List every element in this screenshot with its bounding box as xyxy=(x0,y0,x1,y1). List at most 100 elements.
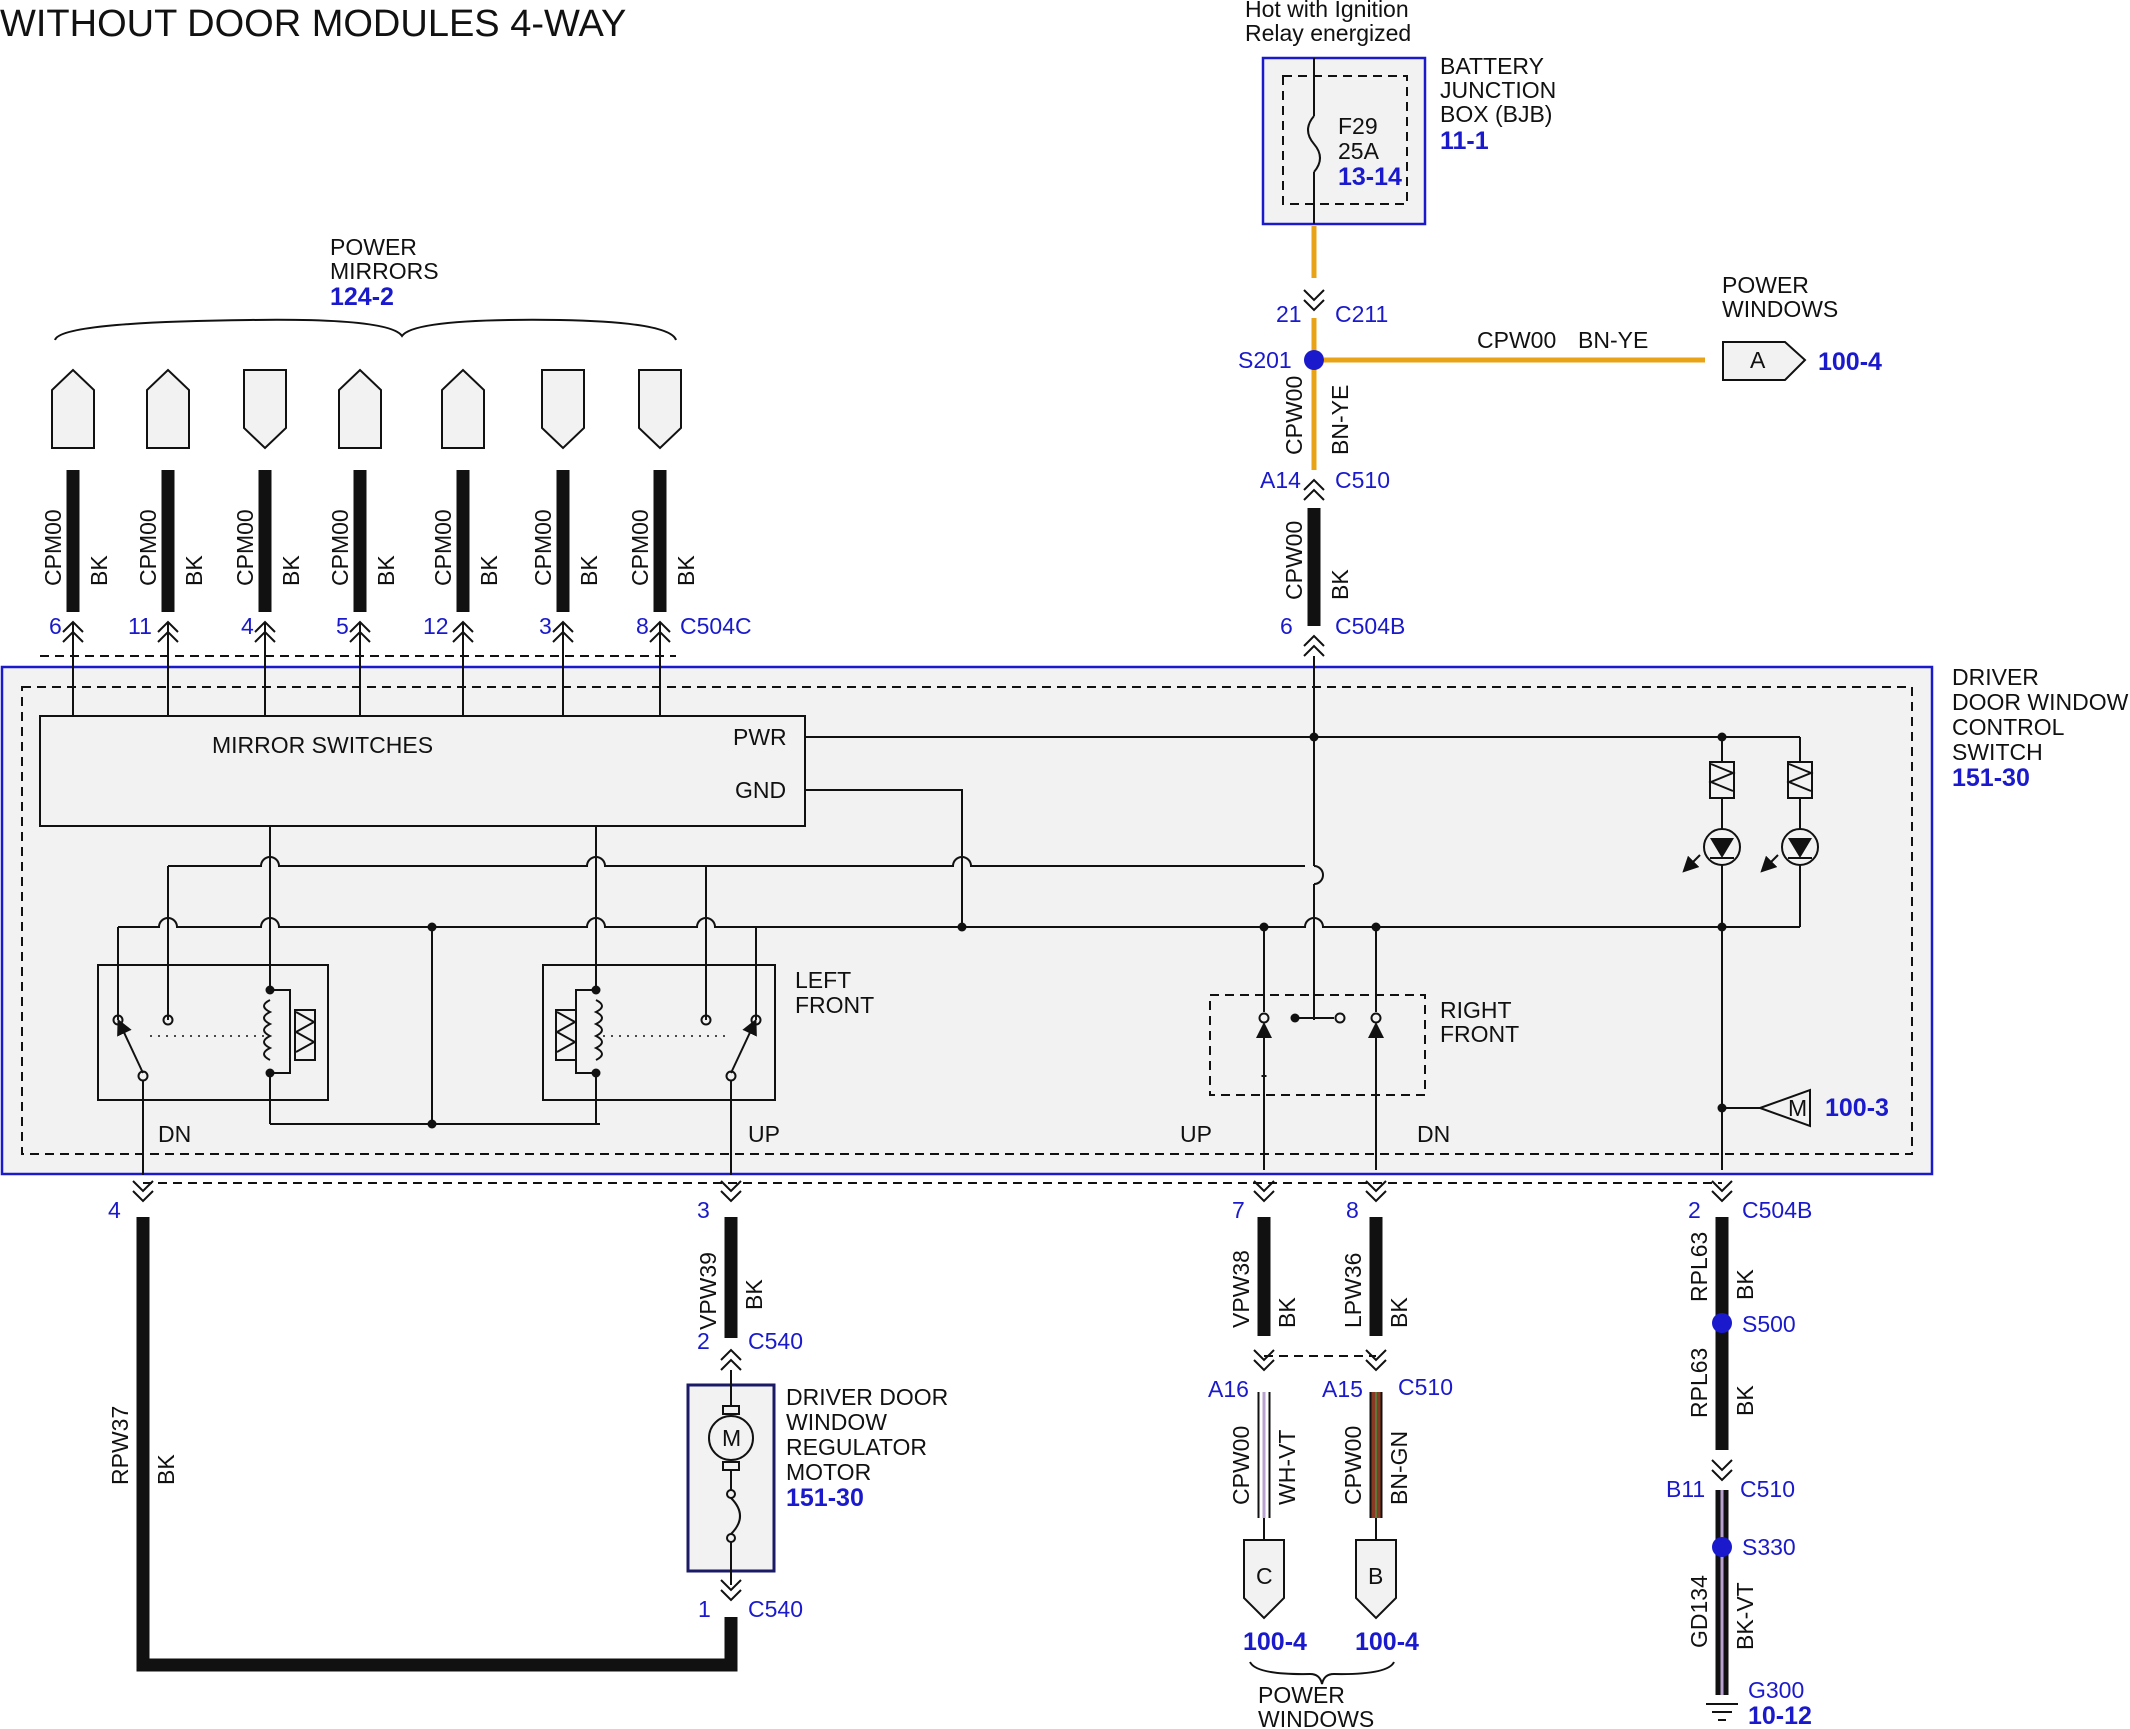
conn-c211: C211 xyxy=(1335,301,1388,327)
circuit-rpl63-1: RPL63 xyxy=(1686,1232,1712,1302)
mirror-wire-color: BK xyxy=(673,555,699,586)
mirror-connector-arrow xyxy=(243,369,287,450)
connector-a-ref: 100-4 xyxy=(1818,348,1882,376)
pin-21: 21 xyxy=(1276,301,1302,327)
circuit-rpw37: RPW37 xyxy=(107,1406,133,1485)
bjb-note-2: Relay energized xyxy=(1245,20,1411,46)
right-front-label-1: RIGHT xyxy=(1440,997,1512,1023)
bjb-inner-dashed xyxy=(1282,75,1408,205)
power-windows-a-label-2: WINDOWS xyxy=(1722,296,1838,322)
wire-rpw37 xyxy=(136,1217,738,1672)
connector-a-arrow xyxy=(1722,341,1807,381)
circuit-vpw38: VPW38 xyxy=(1228,1250,1254,1328)
circuit-cpw00-bk: CPW00 xyxy=(1281,521,1307,600)
bjb-note-1: Hot with Ignition xyxy=(1245,0,1409,22)
mirror-connector-arrow xyxy=(51,368,95,449)
conn-c510-ground: C510 xyxy=(1740,1476,1795,1502)
pin-2-c504b: 2 xyxy=(1688,1197,1701,1223)
fuse-ref: 13-14 xyxy=(1338,163,1402,191)
ground-icon xyxy=(1706,1703,1738,1721)
motor-name-2: WINDOW xyxy=(786,1409,887,1435)
m-connector-arrow xyxy=(1757,1088,1811,1128)
connector-c-ref: 100-4 xyxy=(1243,1628,1307,1656)
pin-3-c504b: 3 xyxy=(697,1197,710,1223)
color-vpw39: BK xyxy=(741,1279,767,1310)
splice-s201 xyxy=(1304,350,1324,370)
module-ref: 151-30 xyxy=(1952,764,2030,792)
fuse-name: F29 xyxy=(1338,113,1378,139)
motor-name-1: DRIVER DOOR xyxy=(786,1384,948,1410)
color-bn-gn: BN-GN xyxy=(1386,1431,1412,1505)
color-bnye-v: BN-YE xyxy=(1327,385,1353,455)
power-windows-brace xyxy=(1249,1661,1395,1685)
mirror-wire-circuit: CPM00 xyxy=(327,509,353,586)
right-front-label-2: FRONT xyxy=(1440,1021,1519,1047)
m-letter: M xyxy=(1788,1095,1807,1121)
mirror-wire-color: BK xyxy=(476,555,502,586)
splice-s500-label: S500 xyxy=(1742,1311,1796,1337)
conn-c510-right: C510 xyxy=(1398,1374,1453,1400)
power-windows-bottom-1: POWER xyxy=(1258,1682,1345,1708)
mirror-wire-pin: 4 xyxy=(241,613,254,639)
color-wh-vt: WH-VT xyxy=(1274,1430,1300,1505)
pwr-label: PWR xyxy=(733,724,787,750)
mirror-wire-pin: 6 xyxy=(49,613,62,639)
bjb-name-1: BATTERY xyxy=(1440,53,1544,79)
pin-8-c504b: 8 xyxy=(1346,1197,1359,1223)
conn-c540-bottom: C540 xyxy=(748,1596,803,1622)
module-inner-dashed xyxy=(21,686,1913,1155)
diagram-title: WITHOUT DOOR MODULES 4-WAY xyxy=(0,3,626,45)
pin-a14: A14 xyxy=(1260,467,1301,493)
circuit-cpw00-v: CPW00 xyxy=(1281,376,1307,455)
conn-c510-top: C510 xyxy=(1335,467,1390,493)
mirror-wire-circuit: CPM00 xyxy=(135,509,161,586)
splice-s330-label: S330 xyxy=(1742,1534,1796,1560)
power-mirrors-ref: 124-2 xyxy=(330,283,394,311)
pin-1-c540: 1 xyxy=(698,1596,711,1622)
resistor-icon xyxy=(294,1009,316,1061)
circuit-rpl63-2: RPL63 xyxy=(1686,1348,1712,1418)
circuit-breaker-icon xyxy=(730,1497,741,1535)
mirror-connector-arrow xyxy=(441,368,485,449)
mirror-wire-circuit: CPM00 xyxy=(530,509,556,586)
connector-b-ref: 100-4 xyxy=(1355,1628,1419,1656)
module-name-4: SWITCH xyxy=(1952,739,2043,765)
left-front-relay-up xyxy=(542,964,776,1101)
connector-b-letter: B xyxy=(1368,1563,1383,1589)
ground-g300: G300 xyxy=(1748,1677,1804,1703)
dn-left-label: DN xyxy=(158,1121,191,1147)
fuse-amps: 25A xyxy=(1338,138,1380,164)
splice-s330 xyxy=(1712,1537,1732,1557)
circuit-cpw00-c: CPW00 xyxy=(1228,1426,1254,1505)
switch-up-contact xyxy=(730,1018,757,1074)
connector-c-arrow xyxy=(1243,1539,1285,1620)
conn-c504c: C504C xyxy=(680,613,752,639)
right-front-switch xyxy=(1209,994,1426,1096)
conn-c504b-top: C504B xyxy=(1335,613,1405,639)
mirror-wire-pin: 8 xyxy=(636,613,649,639)
pin-2-c540: 2 xyxy=(697,1328,710,1354)
circuit-gd134: GD134 xyxy=(1686,1575,1712,1648)
gnd-label: GND xyxy=(735,777,786,803)
gnd-wire xyxy=(805,789,963,927)
ground-ref: 10-12 xyxy=(1748,1702,1812,1729)
mirror-switches-block xyxy=(39,715,806,827)
pin-b11: B11 xyxy=(1666,1476,1705,1502)
conn-c540-top: C540 xyxy=(748,1328,803,1354)
illumination-leds xyxy=(1682,761,1819,873)
bjb-name-3: BOX (BJB) xyxy=(1440,101,1552,127)
up-left-label: UP xyxy=(748,1121,780,1147)
mirror-wire-color: BK xyxy=(576,555,602,586)
pin-7-c504b: 7 xyxy=(1232,1197,1245,1223)
bjb-ref: 11-1 xyxy=(1440,127,1489,155)
lower-bus xyxy=(118,917,1800,928)
connector-a-letter: A xyxy=(1750,347,1766,373)
mirror-wire-color: BK xyxy=(86,555,112,586)
mirror-wire-circuit: CPM00 xyxy=(232,509,258,586)
mirror-wire-pin: 5 xyxy=(336,613,349,639)
